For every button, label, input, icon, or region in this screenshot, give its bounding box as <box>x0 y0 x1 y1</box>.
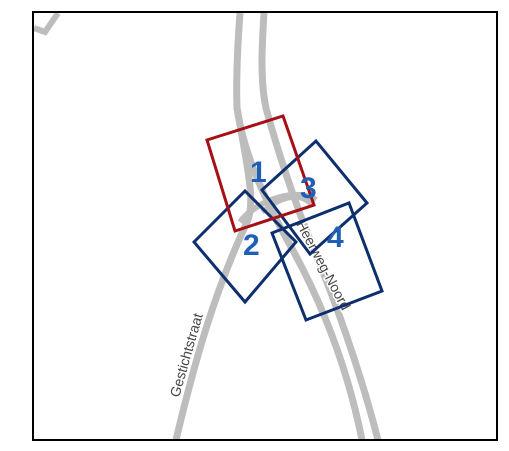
frame-number-2: 2 <box>243 229 260 262</box>
frame-number-1: 1 <box>250 156 267 189</box>
frame-number-3: 3 <box>300 172 317 205</box>
road-connector-2 <box>260 194 314 214</box>
road-gesichtstraat <box>172 107 255 439</box>
frame-number-4: 4 <box>327 221 344 254</box>
frame-1[interactable] <box>205 114 316 233</box>
frame-4[interactable] <box>270 201 384 322</box>
road-top-left <box>34 13 61 36</box>
